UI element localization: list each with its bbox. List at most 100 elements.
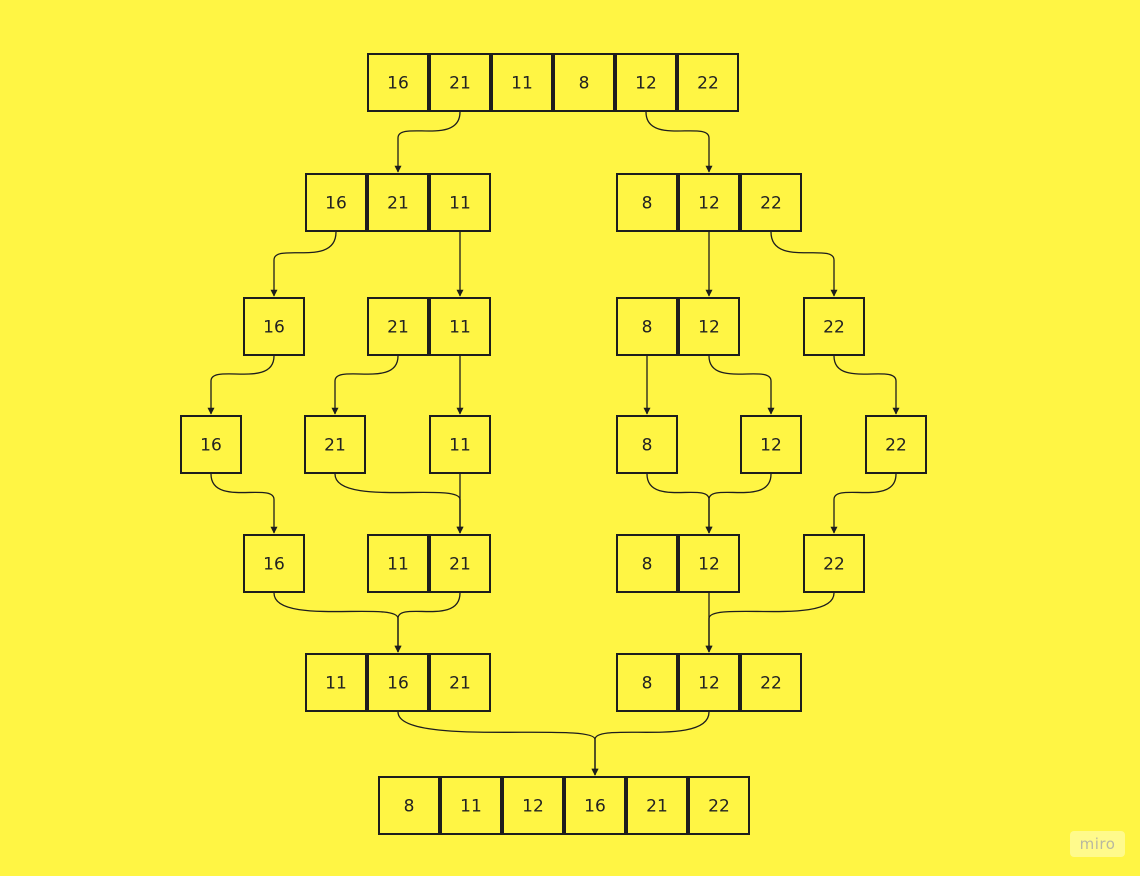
array-cell-value: 11 [511,74,533,94]
array-cell-box [616,297,678,356]
array-group-g2a: 16 [243,297,305,356]
array-cell-box [367,53,429,112]
array-cell-box [616,173,678,232]
connector-arrow [397,711,599,776]
array-cell-value: 8 [642,555,653,575]
array-cell-value: 22 [697,74,719,94]
array-cell-value: 8 [642,436,653,456]
miro-watermark: miro [1070,831,1125,857]
array-cell-value: 22 [708,797,730,817]
connector-arrow [331,355,399,415]
array-cell-value: 8 [642,318,653,338]
array-group-g4d: 22 [803,534,865,593]
array-cell-value: 21 [449,74,471,94]
array-cell-value: 16 [387,74,409,94]
connector-arrow [833,355,900,415]
connector-arrow [705,592,835,653]
connector-arrow [210,473,278,534]
array-cell-value: 16 [263,318,285,338]
array-cell-value: 8 [404,797,415,817]
array-cell-value: 11 [325,674,347,694]
array-group-g3b: 21 [304,415,366,474]
connector-arrow [646,473,713,534]
array-cell-box [304,415,366,474]
edges-layer [207,111,900,776]
array-cell-box [367,173,429,232]
array-cell-box [803,534,865,593]
connector-arrow [270,231,337,297]
array-cell-value: 21 [646,797,668,817]
array-cell-box [616,653,678,712]
array-cell-box [429,415,491,474]
array-cell-value: 21 [324,436,346,456]
array-cell-box [429,534,491,593]
array-cell-box [305,653,367,712]
connector-arrow [394,111,461,173]
connector-arrow [705,473,772,534]
array-cell-value: 21 [387,318,409,338]
connector-arrow [591,711,710,776]
array-cell-box [243,534,305,593]
array-cell-box [616,415,678,474]
array-cell-box [865,415,927,474]
array-cell-box [367,297,429,356]
array-cell-value: 11 [449,436,471,456]
array-cell-box [378,776,440,835]
array-group-g3e: 12 [740,415,802,474]
array-cell-box [688,776,750,835]
connector-arrow [394,592,461,653]
array-cell-value: 22 [823,318,845,338]
array-cell-box [429,297,491,356]
array-cell-value: 8 [579,74,590,94]
array-cell-box [615,53,677,112]
array-cell-value: 22 [760,674,782,694]
array-cell-box [429,653,491,712]
array-cell-value: 16 [325,194,347,214]
array-cell-box [626,776,688,835]
array-cell-box [740,173,802,232]
array-cell-box [678,534,740,593]
array-cell-box [429,173,491,232]
array-cell-box [491,53,553,112]
array-group-g3f: 22 [865,415,927,474]
array-cell-box [564,776,626,835]
array-cell-box [803,297,865,356]
connector-arrow [207,355,275,415]
connector-arrow [334,473,464,534]
connector-arrow [273,592,402,653]
array-cell-value: 16 [584,797,606,817]
connector-arrow [770,231,838,297]
array-cell-box [243,297,305,356]
array-group-g4a: 16 [243,534,305,593]
array-cell-box [305,173,367,232]
array-cell-box [440,776,502,835]
array-cell-box [502,776,564,835]
connector-arrow [645,111,713,173]
array-cell-box [616,534,678,593]
connector-arrow [708,355,775,415]
array-group-g6: 8 11 12 16 21 22 [378,776,750,835]
array-cell-value: 11 [449,194,471,214]
array-cell-value: 11 [460,797,482,817]
array-cell-value: 12 [760,436,782,456]
array-cell-box [677,53,739,112]
array-cell-box [678,173,740,232]
array-cell-box [740,653,802,712]
array-cell-value: 21 [449,674,471,694]
array-cell-box [367,653,429,712]
array-group-g3a: 16 [180,415,242,474]
array-cell-value: 12 [522,797,544,817]
array-cell-box [678,653,740,712]
array-cell-value: 21 [449,555,471,575]
array-cell-box [367,534,429,593]
array-cell-value: 16 [200,436,222,456]
